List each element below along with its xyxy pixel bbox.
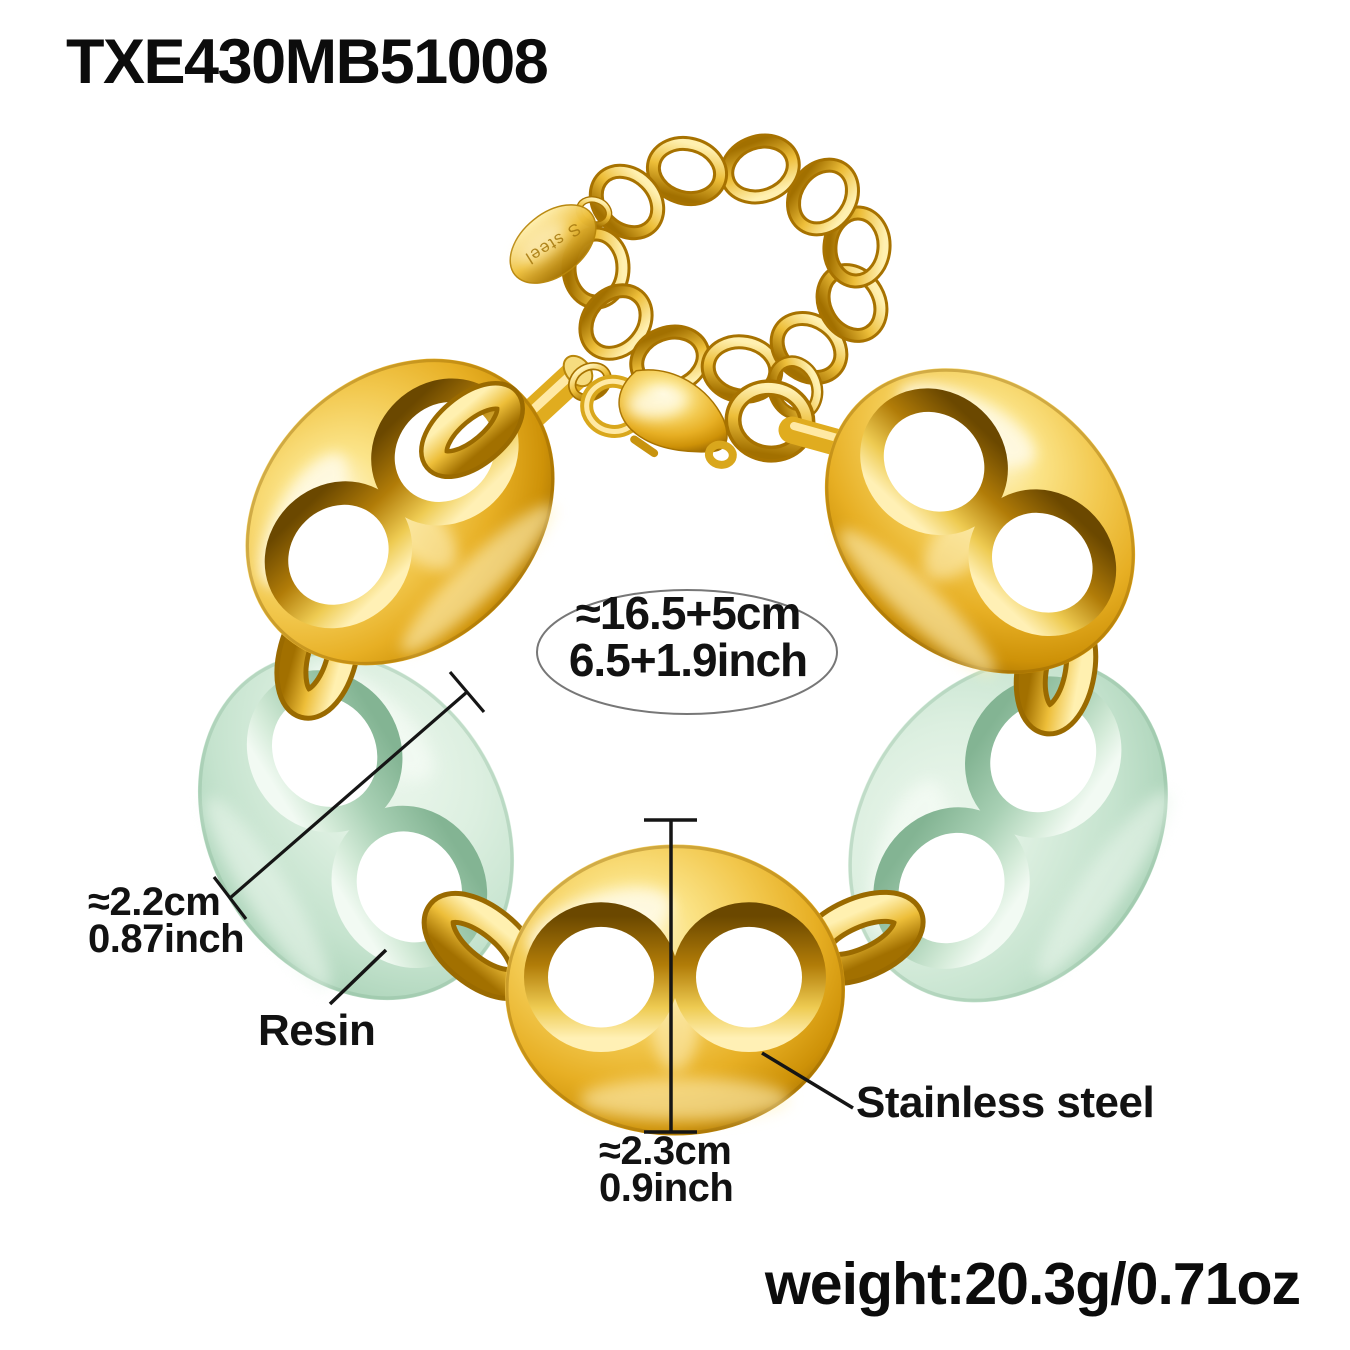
weight-label: weight:20.3g/0.71oz — [764, 1251, 1301, 1317]
junction-ring-clasp — [419, 380, 525, 480]
gold-link-bottom-center — [505, 844, 845, 1135]
product-code: TXE430MB51008 — [66, 27, 549, 97]
resin-material-label: Resin — [258, 1006, 376, 1055]
steel-pointer-line — [761, 1051, 854, 1110]
length-callout-ellipse — [536, 589, 838, 715]
length-cm: ≈16.5+5cm — [575, 587, 802, 639]
width-cm: ≈2.2cm — [88, 880, 221, 924]
steel-tag: S steel — [509, 204, 597, 284]
height-label: ≈2.3cm 0.9inch — [599, 1129, 734, 1210]
steel-material-label: Stainless steel — [856, 1078, 1155, 1127]
height-cm: ≈2.3cm — [599, 1129, 732, 1173]
resin-pointer-line — [328, 948, 388, 1006]
length-inch: 6.5+1.9inch — [568, 634, 808, 686]
width-label: ≈2.2cm 0.87inch — [88, 880, 245, 961]
width-dimension-line — [212, 670, 486, 920]
height-dimension-line — [644, 818, 697, 1134]
lobster-clasp — [580, 369, 737, 469]
height-inch: 0.9inch — [599, 1166, 734, 1210]
annotation-layer — [212, 589, 854, 1134]
length-label: ≈16.5+5cm 6.5+1.9inch — [512, 590, 864, 684]
width-inch: 0.87inch — [88, 917, 245, 961]
